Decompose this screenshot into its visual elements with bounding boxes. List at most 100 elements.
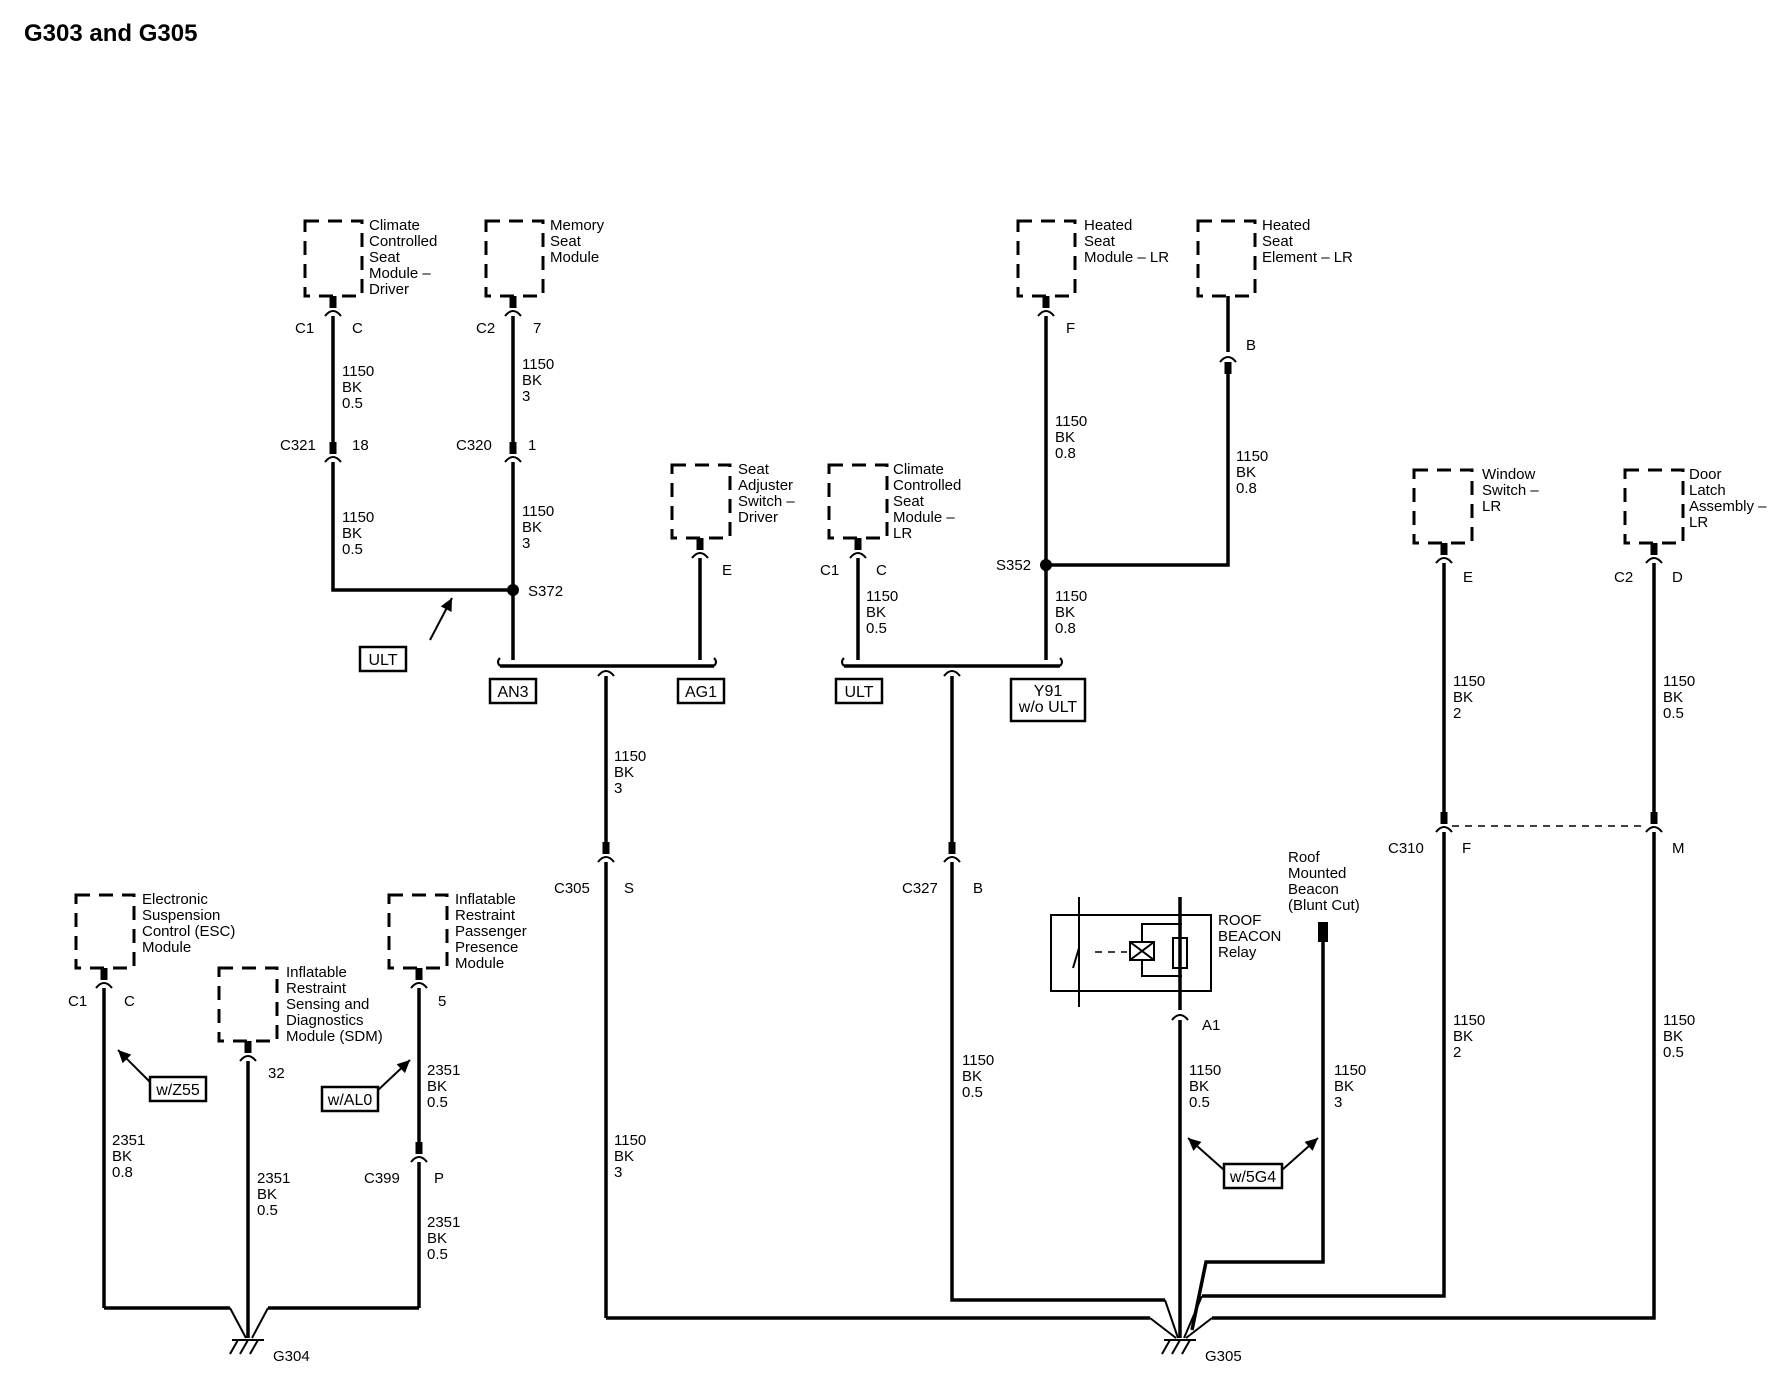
door-latch-box [1623, 468, 1685, 545]
tag-w5g4-box [1222, 1162, 1284, 1190]
wire-irppm-spec-line-0: 2351 [427, 1062, 460, 1079]
g305-fan-4 [1185, 1317, 1213, 1339]
door-latch-label-line-3: LR [1689, 514, 1708, 531]
c320-cup [504, 456, 522, 463]
irppm-pin [415, 968, 423, 980]
relay-label-line-0: ROOF [1218, 912, 1261, 929]
g305-symbol-hatch [1161, 1339, 1171, 1355]
heated-module-cup [1037, 310, 1055, 317]
c310-label: C310 [1388, 840, 1424, 857]
wire-beacon-g305 [1190, 942, 1325, 1331]
pin-18-label: 18 [352, 437, 369, 454]
heated-module-label-line-0: Heated [1084, 217, 1132, 234]
c399-pin-p: P [434, 1170, 444, 1187]
sdm-cup [239, 1055, 257, 1062]
ccsm-lr-label-line-1: Controlled [893, 477, 961, 494]
wire-c327-spec-line-2: 0.5 [962, 1084, 983, 1101]
seat-adjuster-label-line-1: Adjuster [738, 477, 793, 494]
c310-f-pin [1440, 812, 1448, 824]
c1-lr-label: C1 [820, 562, 839, 579]
roof-beacon-terminal [1318, 922, 1328, 942]
heated-element-label-line-1: Seat [1262, 233, 1294, 250]
tag-y91-box [1009, 677, 1087, 723]
sdm-label-line-0: Inflatable [286, 964, 347, 981]
window-switch-label-line-1: Switch – [1482, 482, 1539, 499]
wire-c399-spec-line-0: 2351 [427, 1214, 460, 1231]
wz55-arrow-head [118, 1050, 132, 1064]
ccsm-driver-label-line-1: Controlled [369, 233, 437, 250]
wire-an3-spec-line-2: 3 [614, 780, 622, 797]
c2-label: C2 [476, 320, 495, 337]
memory-seat-cup [504, 310, 522, 317]
ccsm-driver-label-line-4: Driver [369, 281, 409, 298]
wire-relay-spec-line-1: BK [1189, 1078, 1209, 1095]
s352-label: S352 [996, 557, 1031, 574]
wire-irppm-spec-line-1: BK [427, 1078, 447, 1095]
pin-7-label: 7 [533, 320, 541, 337]
heated-element-pin [1224, 362, 1232, 374]
relay-coil-bottom [1141, 960, 1182, 977]
heated-module-label-line-2: Module – LR [1084, 249, 1169, 266]
roof-beacon-label-line-3: (Blunt Cut) [1288, 897, 1360, 914]
tag-wal0-text: w/AL0 [327, 1092, 373, 1109]
s372-label: S372 [528, 583, 563, 600]
wire-c327-spec-line-1: BK [962, 1068, 982, 1085]
memory-seat-label-line-2: Module [550, 249, 599, 266]
ccsm-lr-label-line-0: Climate [893, 461, 944, 478]
roof-beacon-label-line-2: Beacon [1288, 881, 1339, 898]
memory-seat-label-line-0: Memory [550, 217, 605, 234]
bus-ult-y91-end-r [1059, 657, 1063, 667]
wire-door-spec-line-2: 0.5 [1663, 705, 1684, 722]
ccsm-driver-label-line-3: Module – [369, 265, 431, 282]
heated-element-label-line-2: Element – LR [1262, 249, 1353, 266]
c327-label: C327 [902, 880, 938, 897]
wire-sdm-spec-line-0: 2351 [257, 1170, 290, 1187]
bus-ult-y91-end-l [841, 657, 845, 667]
g304-label: G304 [273, 1348, 310, 1365]
c327-pin-b: B [973, 880, 983, 897]
pin-c-lr-label: C [876, 562, 887, 579]
a1-label: A1 [1202, 1017, 1220, 1034]
ccsm-lr-label-line-3: Module – [893, 509, 955, 526]
relay-box [1050, 914, 1212, 992]
door-latch-label-line-2: Assembly – [1689, 498, 1767, 515]
door-latch-pin-d: D [1672, 569, 1683, 586]
esc-label-line-2: Control (ESC) [142, 923, 235, 940]
wire-c327-spec-line-0: 1150 [962, 1052, 994, 1069]
wire-heated-module-spec-line-0: 1150 [1055, 413, 1087, 430]
c305-label: C305 [554, 880, 590, 897]
g305-fan-2 [1164, 1299, 1179, 1339]
wire-esc-spec-line-0: 2351 [112, 1132, 145, 1149]
wire-beacon-spec-line-0: 1150 [1334, 1062, 1366, 1079]
tag-ult2-box [834, 677, 884, 705]
irppm-label-line-0: Inflatable [455, 891, 516, 908]
heated-element-label-line-0: Heated [1262, 217, 1310, 234]
wire-c320-spec-line-2: 3 [522, 535, 530, 552]
relay-label-line-1: BEACON [1218, 928, 1281, 945]
sdm-pin-32: 32 [268, 1065, 285, 1082]
wire-heated-element-spec-line-2: 0.8 [1236, 480, 1257, 497]
wire-irppm-spec-line-2: 0.5 [427, 1094, 448, 1111]
wire-c321-spec-line-1: BK [342, 525, 362, 542]
wire-c321-spec-line-0: 1150 [342, 509, 374, 526]
g304-symbol-hatch [229, 1339, 239, 1355]
wire-ccsm-driver-spec-line-0: 1150 [342, 363, 374, 380]
c310-m-cup [1645, 826, 1663, 833]
tag-y91-text-1: w/o ULT [1018, 699, 1078, 716]
wire-s352-spec-line-1: BK [1055, 604, 1075, 621]
wire-an3-spec-line-0: 1150 [614, 748, 646, 765]
wire-door-lower-spec-line-1: BK [1663, 1028, 1683, 1045]
wire-c305-spec-line-2: 3 [614, 1164, 622, 1181]
g305-symbol-hatch [1171, 1339, 1181, 1355]
wire-door-spec-line-1: BK [1663, 689, 1683, 706]
window-switch-pin-e: E [1463, 569, 1473, 586]
wal0-arrow-head [396, 1060, 410, 1074]
c310-m-pin [1650, 812, 1658, 824]
wire-sdm-spec-line-2: 0.5 [257, 1202, 278, 1219]
c1-label: C1 [295, 320, 314, 337]
w5g4-arrow-right-head [1304, 1138, 1318, 1151]
heated-element-cup [1219, 356, 1237, 363]
g304-symbol-hatch [239, 1339, 249, 1355]
memory-seat-label-line-1: Seat [550, 233, 582, 250]
ccsm-driver-pin [329, 296, 337, 308]
